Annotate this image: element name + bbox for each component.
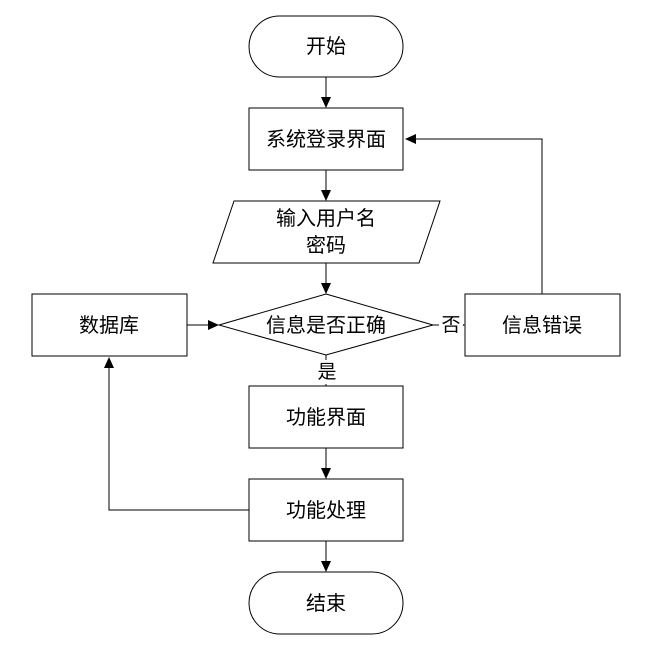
terminator-start-shape (248, 15, 404, 78)
input-parallelogram-shape (212, 200, 441, 264)
process-error-shape (464, 293, 621, 357)
process-function-process-shape (248, 478, 404, 542)
arrowhead-process-in (321, 468, 331, 479)
input-label-line2: 密码 (306, 233, 346, 257)
node-login: 系统登录界面 (248, 107, 404, 171)
end-label: 结束 (306, 591, 346, 615)
arrowhead-end-in (321, 561, 331, 572)
input-label-line1: 输入用户名 (276, 206, 376, 230)
arrowhead-input-in (321, 190, 331, 201)
process-function-ui-shape (248, 385, 404, 449)
edge-labels: 否 是 (316, 313, 463, 384)
error-label: 信息错误 (502, 313, 582, 337)
decision-diamond-shape (217, 293, 435, 356)
yes-label-background (316, 360, 338, 384)
terminator-end-shape (248, 571, 404, 635)
node-error: 信息错误 (464, 293, 621, 357)
node-start: 开始 (248, 15, 404, 78)
function-process-label: 功能处理 (286, 498, 366, 522)
node-input: 输入用户名 密码 (212, 200, 441, 264)
arrowhead-database-in (104, 357, 114, 368)
connector-process-to-database (108, 368, 249, 511)
edge-label-no: 否 (441, 314, 460, 336)
no-label-background (439, 313, 463, 337)
edge-label-yes: 是 (317, 361, 336, 383)
node-function-process: 功能处理 (248, 478, 404, 542)
decision-label: 信息是否正确 (266, 313, 386, 337)
arrowhead-decision-in (321, 283, 331, 294)
node-function-ui: 功能界面 (248, 385, 404, 449)
database-label: 数据库 (79, 313, 139, 337)
connector-error-to-login (416, 138, 543, 294)
arrowhead-login-right-in (405, 134, 416, 144)
node-decision: 信息是否正确 (217, 293, 435, 356)
arrowhead-decision-left-in (208, 320, 219, 330)
node-database: 数据库 (31, 293, 188, 357)
arrowhead-login-in (321, 97, 331, 108)
start-label: 开始 (306, 34, 346, 58)
node-end: 结束 (248, 571, 404, 635)
process-database-shape (31, 293, 188, 357)
process-login-shape (248, 107, 404, 171)
login-label: 系统登录界面 (266, 127, 386, 151)
function-ui-label: 功能界面 (286, 405, 366, 429)
